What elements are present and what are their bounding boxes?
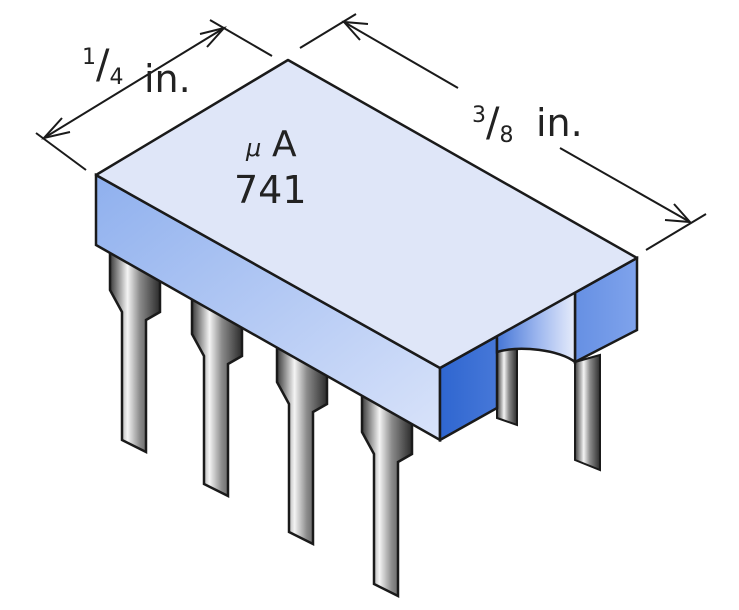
length-dimension <box>299 13 707 251</box>
marking-symbol: μ <box>245 134 261 162</box>
chip-body <box>94 58 639 443</box>
length-numerator: 3 <box>472 103 486 128</box>
width-dimension <box>35 19 273 171</box>
width-slash: / <box>96 42 110 88</box>
width-arrow-right <box>199 26 227 48</box>
back-pins <box>496 344 601 472</box>
svg-text:1/4: 1/4 <box>82 42 123 90</box>
marking-letter: A <box>272 124 297 165</box>
length-label: 3/8 in. <box>472 100 583 148</box>
pin-back-2 <box>574 353 601 472</box>
width-arrow-left <box>41 117 71 140</box>
length-dimension-line-upper <box>343 21 459 89</box>
width-extension-line-right <box>209 19 273 57</box>
width-numerator: 1 <box>82 45 96 70</box>
length-unit-text: in. <box>536 101 583 145</box>
width-label: 1/4 in. <box>82 42 191 101</box>
length-dimension-line-lower <box>559 147 691 223</box>
width-extension-line-left <box>35 132 87 171</box>
width-unit-text: in. <box>144 57 191 101</box>
length-extension-line-bottom <box>645 213 707 251</box>
length-arrow-top <box>341 20 369 41</box>
svg-text:3/8: 3/8 <box>472 100 513 148</box>
length-extension-line-top <box>299 13 357 49</box>
length-denominator: 8 <box>499 123 513 148</box>
length-slash: / <box>486 100 500 146</box>
width-denominator: 4 <box>109 65 123 90</box>
pin-back-1 <box>496 344 518 427</box>
chip-marking: μ A 741 <box>234 124 307 212</box>
length-arrow-bottom <box>664 203 693 224</box>
marking-part-number: 741 <box>234 168 307 212</box>
chip-top-face <box>94 58 639 370</box>
width-dimension-line <box>43 27 225 139</box>
